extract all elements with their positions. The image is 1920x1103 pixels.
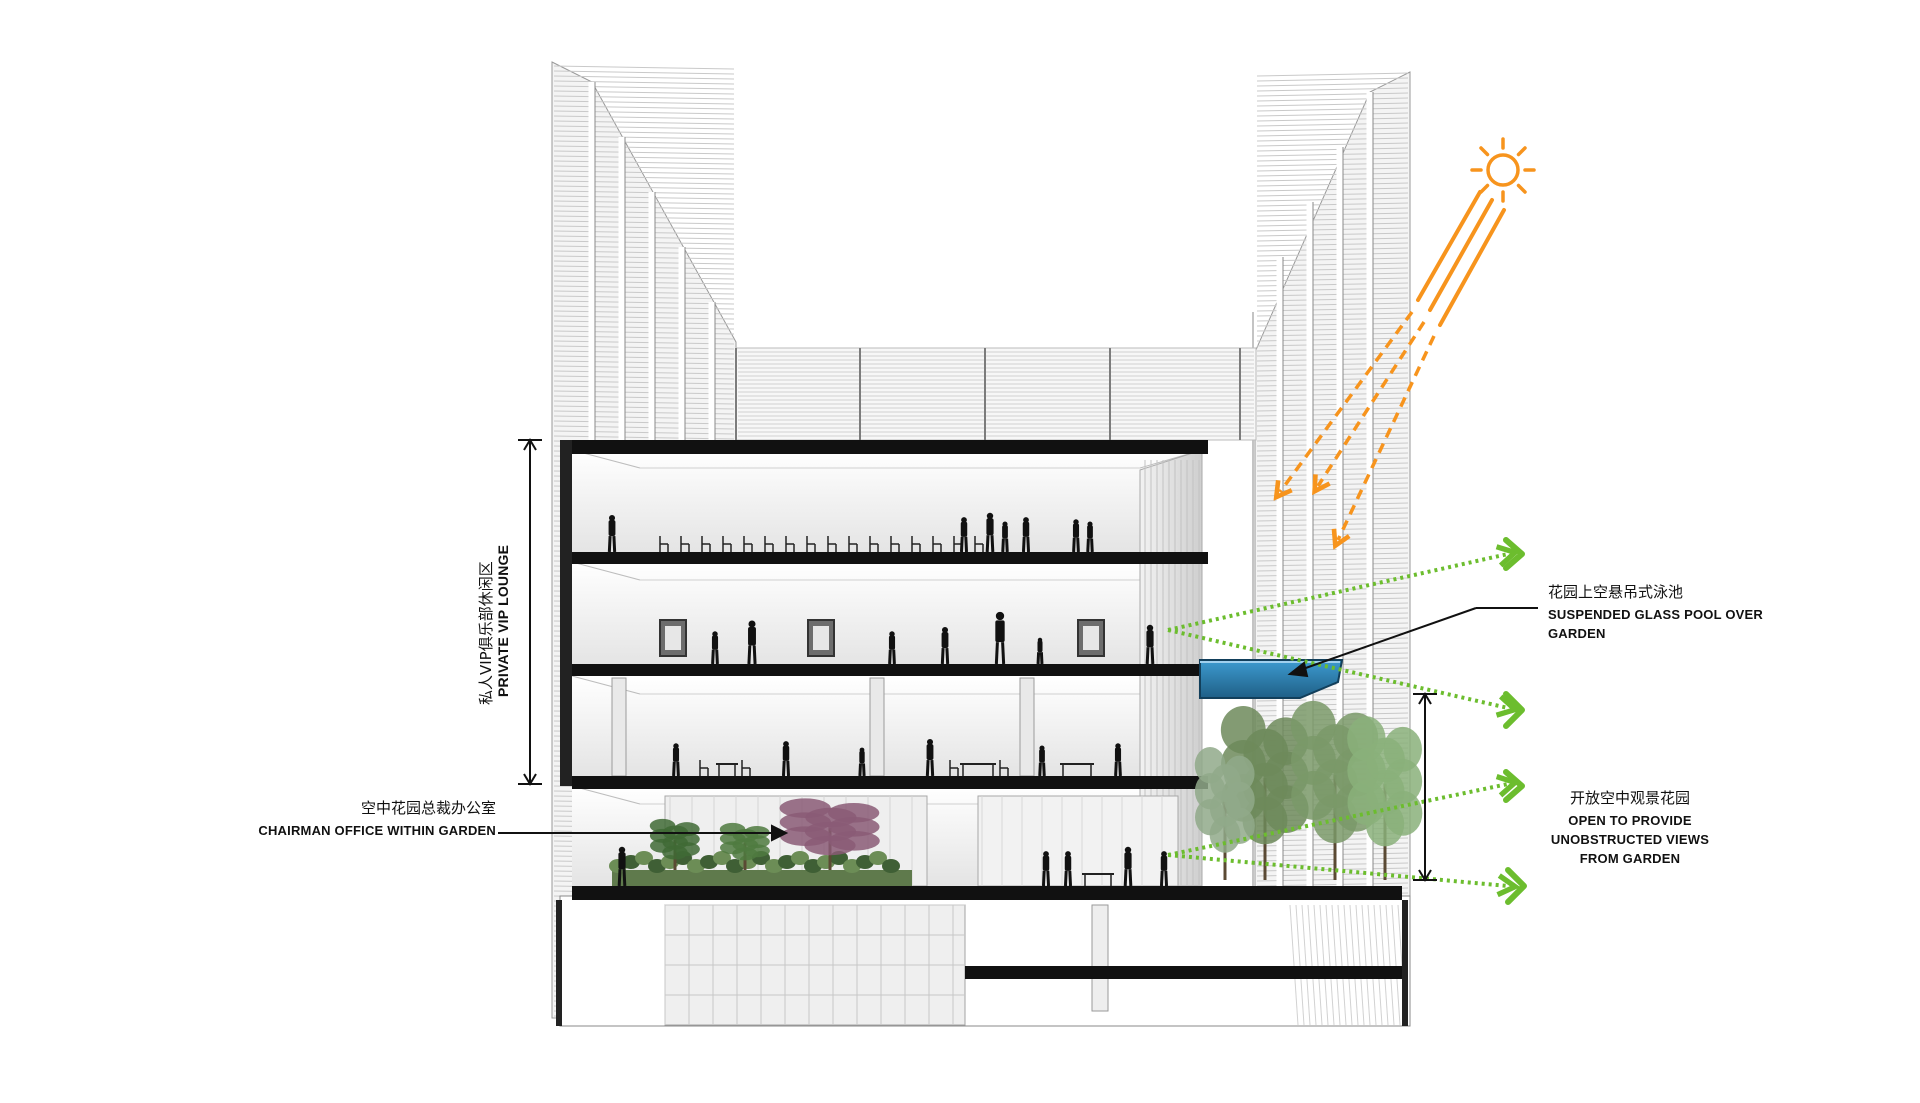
roof-louver-screen — [735, 347, 1257, 441]
person-silhouette — [617, 846, 627, 887]
person-silhouette — [1038, 745, 1046, 777]
office-partition — [977, 795, 1179, 887]
person-silhouette — [959, 517, 969, 553]
floor-slab — [572, 776, 1208, 789]
floor-bay — [572, 676, 1202, 776]
person-silhouette — [985, 512, 995, 553]
chair — [827, 536, 837, 552]
person-silhouette — [925, 738, 935, 777]
person-silhouette — [1021, 517, 1031, 553]
floor-slab — [965, 966, 1405, 979]
person-silhouette — [994, 611, 1006, 665]
floor-slab — [572, 440, 1208, 454]
green-chevron-icons — [1503, 537, 1527, 905]
floor-bay — [572, 450, 1202, 553]
column — [611, 677, 627, 777]
garden-tree — [1347, 716, 1423, 880]
basement-edge-right — [1402, 900, 1408, 1026]
table — [1060, 763, 1094, 776]
person-silhouette — [1072, 519, 1080, 553]
chair — [974, 536, 984, 552]
person-silhouette — [1114, 743, 1122, 777]
vip-dimension-line — [518, 438, 542, 786]
chair — [932, 536, 942, 552]
chair — [764, 536, 774, 552]
chair — [699, 760, 709, 776]
person-silhouette — [1063, 851, 1073, 887]
person-silhouette — [1123, 846, 1133, 887]
person-silhouette — [747, 620, 757, 665]
chair — [743, 536, 753, 552]
chair — [999, 760, 1009, 776]
planter-bed — [612, 870, 912, 886]
chair — [890, 536, 900, 552]
table — [960, 763, 996, 776]
person-silhouette — [940, 626, 950, 665]
person-silhouette — [858, 747, 866, 777]
column — [1019, 677, 1035, 777]
person-silhouette — [672, 743, 680, 777]
sun-icon — [1470, 137, 1536, 203]
chairman-label-en: CHAIRMAN OFFICE WITHIN GARDEN — [258, 823, 496, 838]
sun-ray-lines — [1416, 190, 1506, 327]
chair — [869, 536, 879, 552]
vip-label-cn: 私人VIP俱乐部休闲区 — [477, 561, 495, 705]
table — [716, 763, 738, 776]
floor-slab — [572, 664, 1208, 676]
views-label-en-3: FROM GARDEN — [1579, 851, 1681, 866]
floor-slab — [572, 886, 1402, 900]
views-label-cn: 开放空中观景花园 — [1569, 789, 1690, 807]
table — [1082, 873, 1114, 886]
garden-plant-purple — [779, 798, 880, 870]
vip-label-en: PRIVATE VIP LOUNGE — [495, 544, 511, 697]
person-silhouette — [1041, 851, 1051, 887]
people-silhouettes — [607, 512, 1169, 887]
green-dotted-arrows — [1167, 554, 1508, 886]
chair — [911, 536, 921, 552]
floor-slab — [572, 552, 1208, 564]
orange-dashed-arrows — [1280, 310, 1436, 540]
garden-dimension-line — [1413, 692, 1437, 882]
chair — [806, 536, 816, 552]
pool-label-cn: 花园上空悬吊式泳池 — [1548, 583, 1684, 601]
chair — [949, 760, 959, 776]
person-silhouette — [1001, 521, 1009, 553]
chair — [848, 536, 858, 552]
chair — [701, 536, 711, 552]
chair — [680, 536, 690, 552]
chair — [659, 536, 669, 552]
floor-slabs — [556, 440, 1408, 1026]
chair — [722, 536, 732, 552]
basement-column — [1091, 904, 1109, 1012]
leader-lines — [498, 607, 1538, 842]
person-silhouette — [1145, 624, 1155, 665]
person-silhouette — [711, 631, 719, 665]
basement-edge — [556, 900, 562, 1026]
person-silhouette — [1036, 637, 1044, 665]
roof-screen-panel — [735, 347, 1257, 441]
column — [869, 677, 885, 777]
garden-tree — [1194, 746, 1255, 880]
chairman-label-cn: 空中花园总裁办公室 — [360, 799, 496, 817]
chair — [785, 536, 795, 552]
pool-label-en-1: SUSPENDED GLASS POOL OVER — [1548, 607, 1763, 622]
views-label-en-2: UNOBSTRUCTED VIEWS — [1550, 832, 1710, 847]
left-edge-beam — [560, 440, 572, 786]
person-silhouette — [1086, 521, 1094, 553]
views-label-en-1: OPEN TO PROVIDE — [1568, 813, 1692, 828]
pool-label-en-2: GARDEN — [1548, 626, 1606, 641]
person-silhouette — [781, 741, 791, 777]
person-silhouette — [607, 514, 617, 553]
chair — [741, 760, 751, 776]
person-silhouette — [1159, 851, 1169, 887]
person-silhouette — [888, 631, 896, 665]
